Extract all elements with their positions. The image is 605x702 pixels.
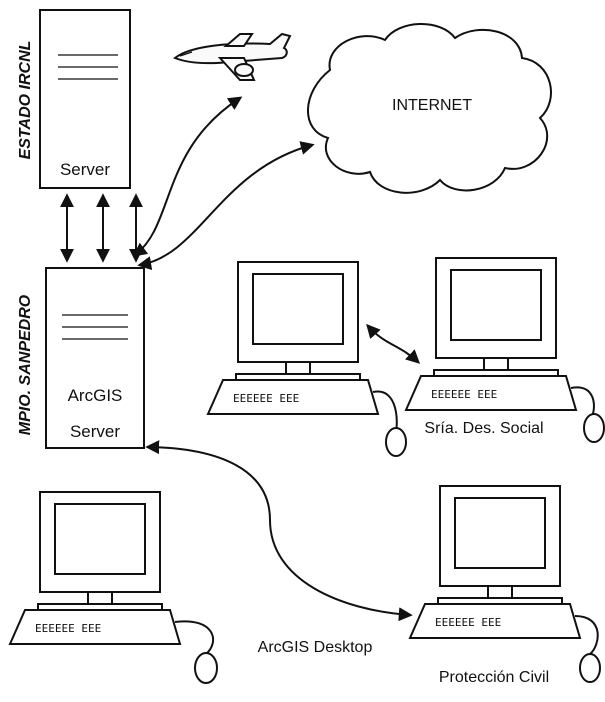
svg-text:EEEEEE EEE: EEEEEE EEE [435,616,501,629]
state-server: Server [39,9,131,189]
internet-cloud: INTERNET [307,23,552,194]
arrow-server-airplane [132,96,243,257]
computer-social: EEEEEE EEE [404,257,605,443]
svg-text:EEEEEE EEE: EEEEEE EEE [35,622,101,635]
desktop-label: ArcGIS Desktop [258,639,373,656]
civil-label: Protección Civil [439,669,549,686]
state-side-label: ESTADO IRCNL [17,41,34,160]
airplane-icon [173,32,292,81]
municipal-server-label-line1: ArcGIS [68,386,123,405]
state-server-label: Server [60,160,110,179]
computer-civil: EEEEEE EEE [408,485,601,683]
server-drive-slots [62,314,128,340]
internet-label: INTERNET [392,97,472,114]
arrow-server-internet [137,141,315,271]
computer-workstation-1: EEEEEE EEE [206,261,407,457]
municipal-arcgis-server: ArcGIS Server [45,267,145,449]
server-drive-slots [58,54,118,80]
svg-text:EEEEEE EEE: EEEEEE EEE [233,392,299,405]
svg-text:EEEEEE EEE: EEEEEE EEE [431,388,497,401]
computer-desktop: EEEEEE EEE [8,491,218,684]
municipal-server-label-line2: Server [70,422,120,441]
arrow-computers [366,323,421,364]
arrow-server-civil [145,440,413,622]
municipal-side-label: MPIO. SANPEDRO [17,294,34,435]
social-label: Sría. Des. Social [424,420,543,437]
